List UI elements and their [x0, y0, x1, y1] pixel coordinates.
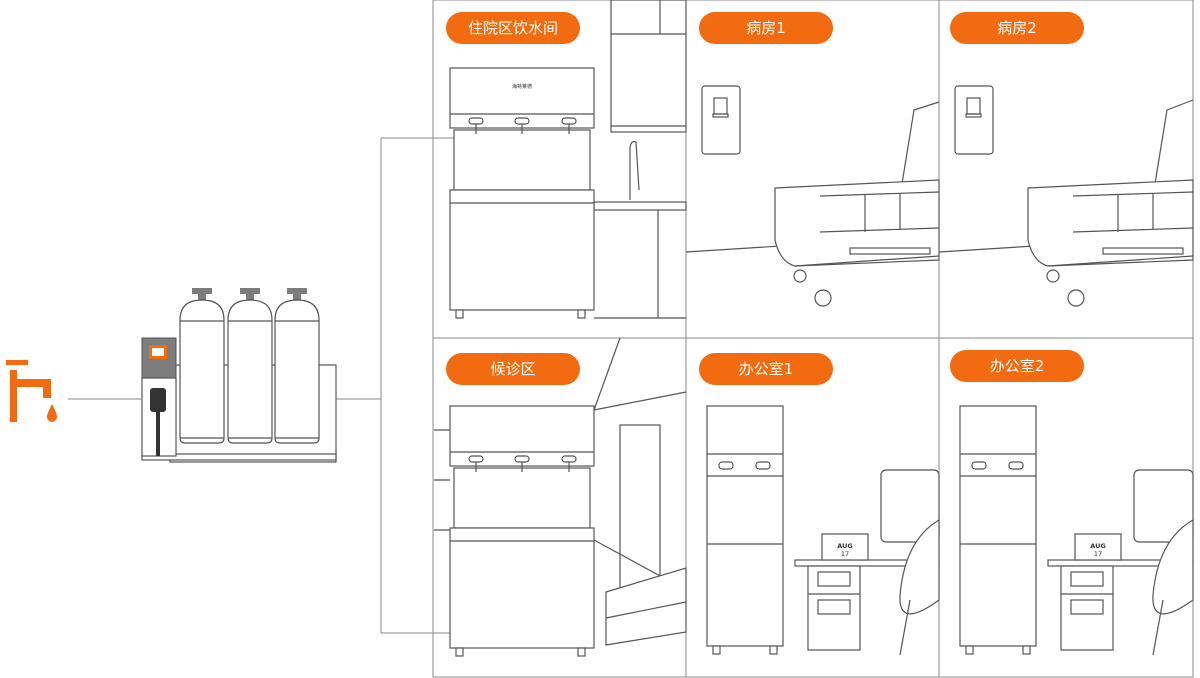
room-label-waiting-area: 候诊区: [446, 353, 580, 385]
room-label-office-1: 办公室1: [699, 353, 833, 385]
ward-2-scene: [938, 85, 1194, 307]
calendar-day-2: 17: [1094, 550, 1102, 558]
waiting-area-scene: [434, 337, 687, 657]
brand-mark: 海特莱德: [512, 83, 532, 90]
calendar-day-1: 17: [841, 550, 849, 558]
water-purification-unit-icon: [141, 288, 337, 463]
room-label-office-2: 办公室2: [950, 350, 1084, 382]
calendar-month-1: AUG: [837, 542, 852, 550]
ward-water-room-scene: 海特莱德: [449, 0, 687, 319]
room-label-ward-2: 病房2: [950, 12, 1084, 44]
faucet-icon: [6, 360, 57, 422]
pipe-lines: [68, 137, 458, 634]
office-1-scene: [706, 405, 940, 656]
office-2-scene: [959, 405, 1194, 656]
room-grid: [432, 0, 1194, 678]
calendar-month-2: AUG: [1090, 542, 1105, 550]
room-label-ward-1: 病房1: [699, 12, 833, 44]
room-label-ward-water-room: 住院区饮水间: [446, 12, 580, 44]
ward-1-scene: [685, 85, 940, 307]
